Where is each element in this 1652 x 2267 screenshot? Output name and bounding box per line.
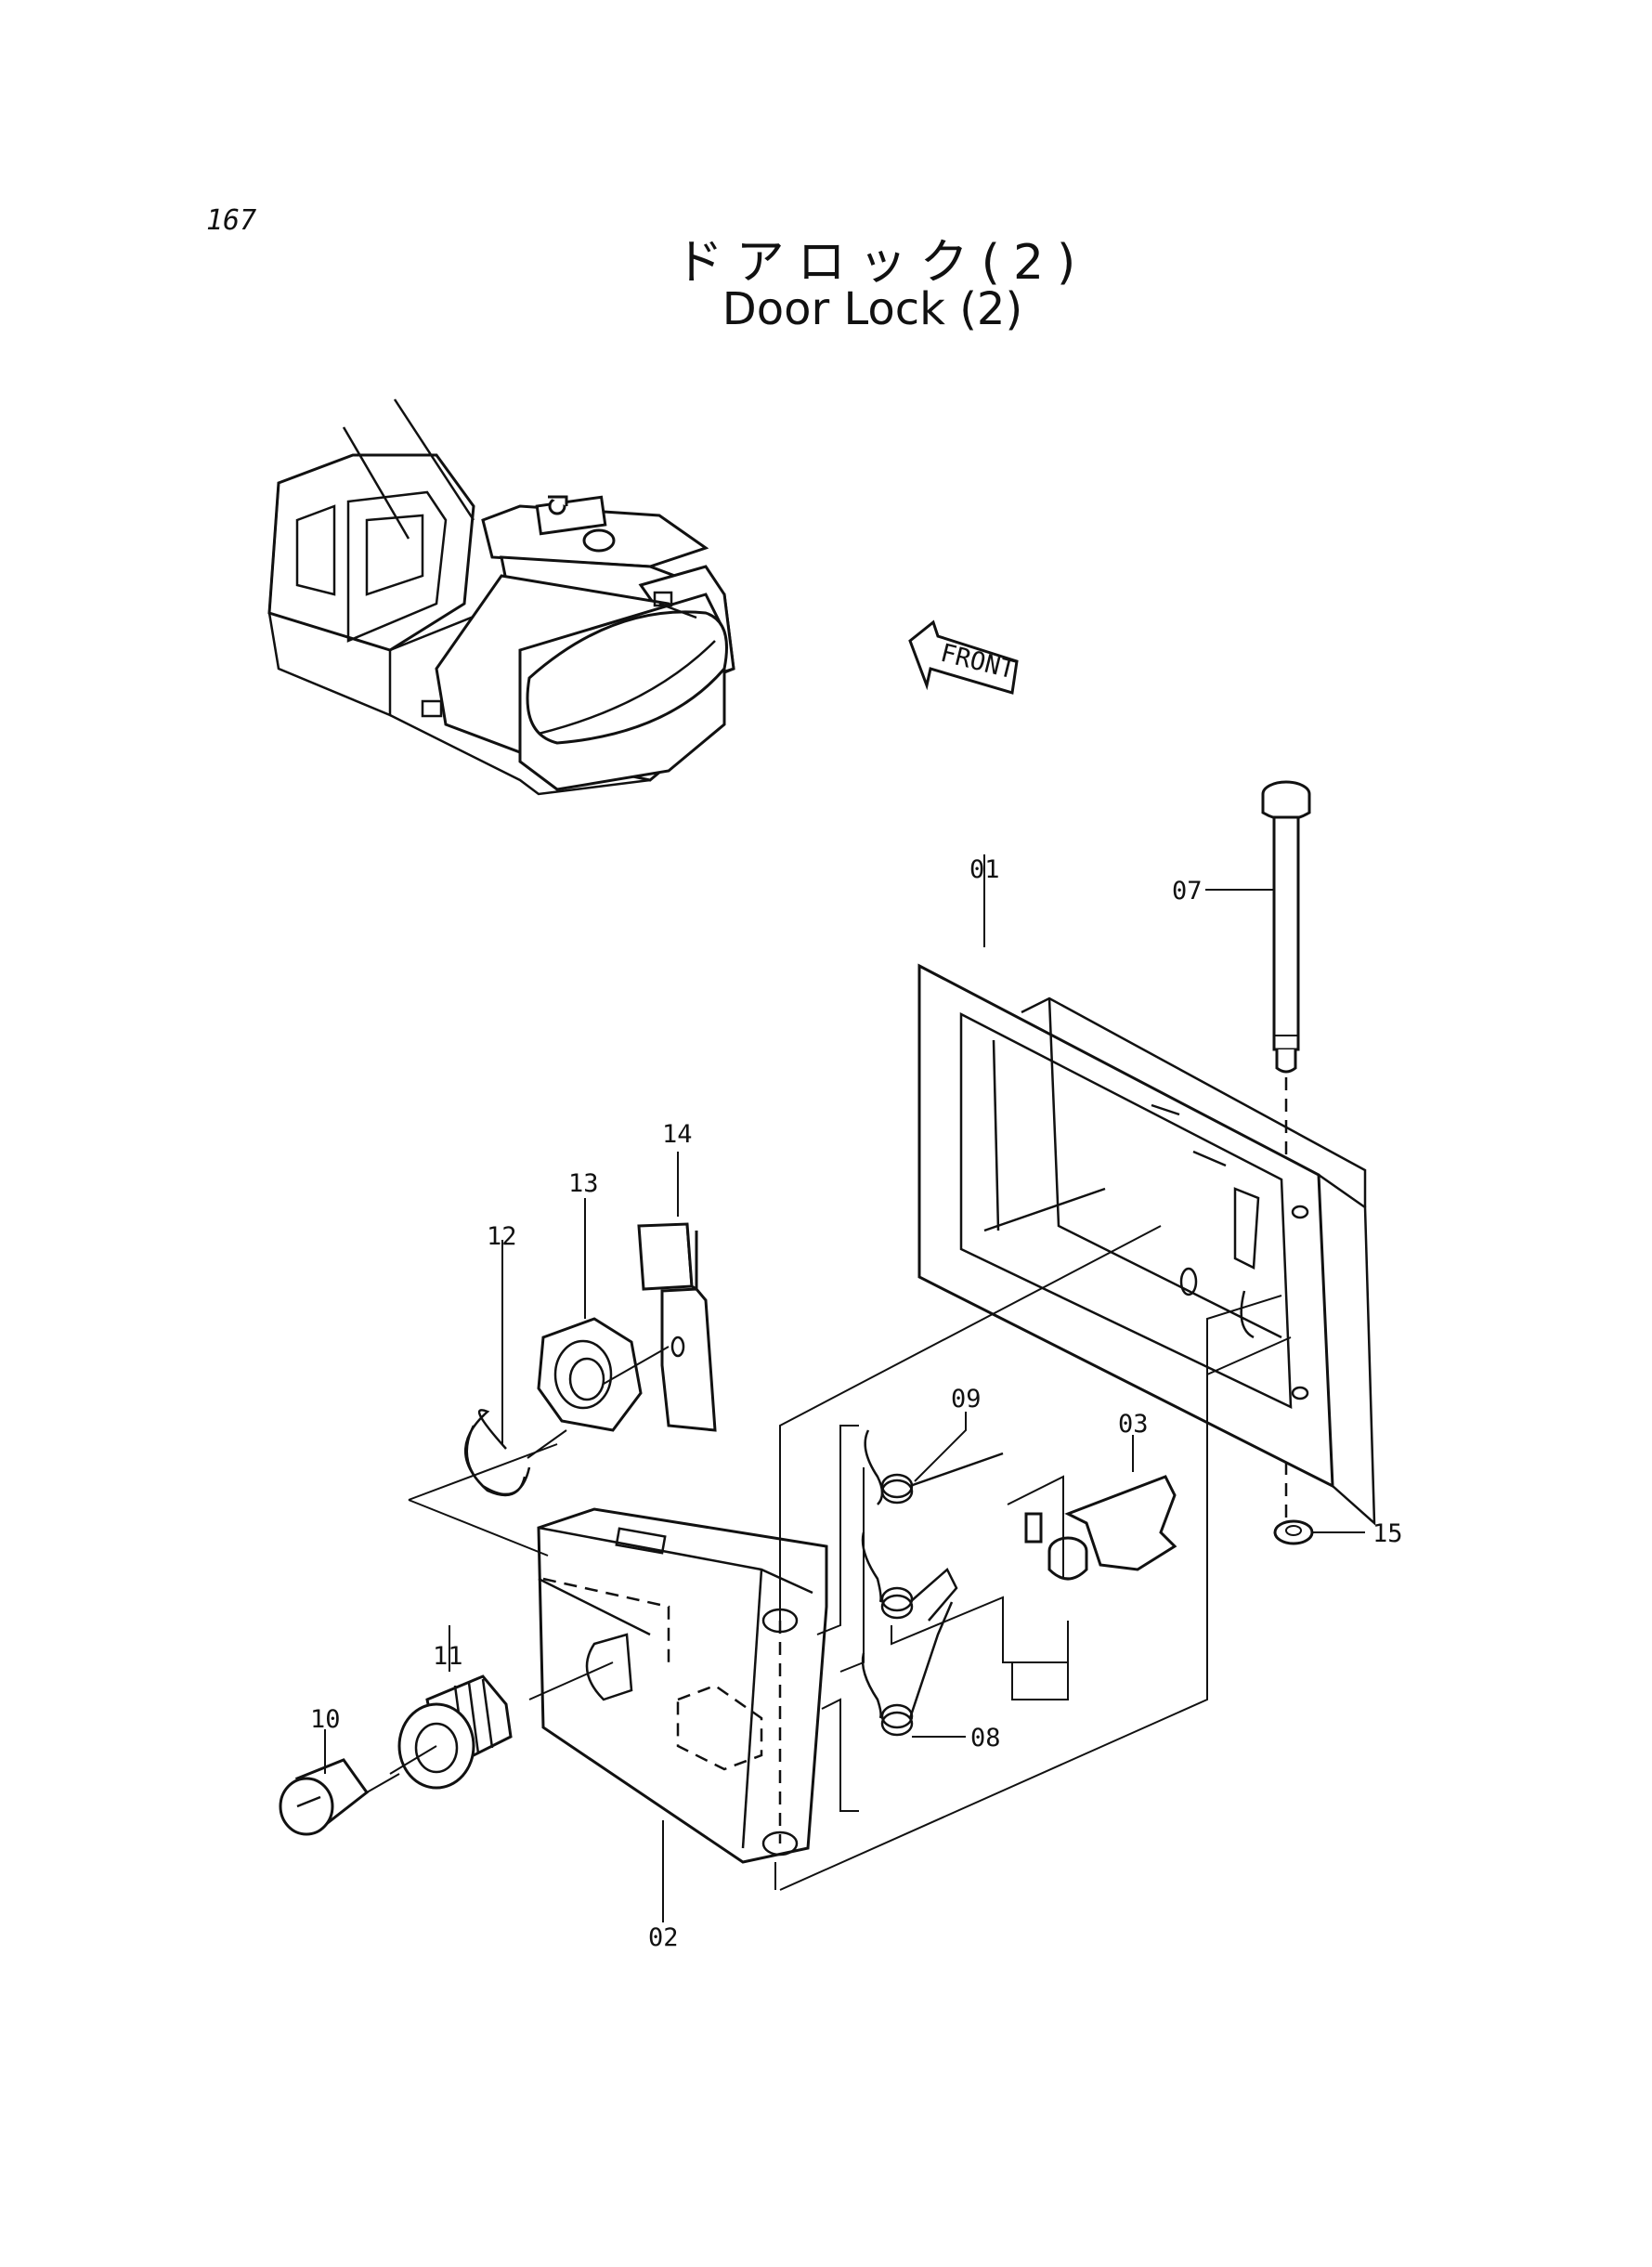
label-part-02: 02 [648, 1923, 679, 1952]
assembly-reference-lines [408, 1225, 1292, 1891]
label-part-10: 10 [310, 1705, 341, 1734]
part-09-spring [864, 1412, 1004, 1505]
front-direction-arrow: FRONT [908, 619, 1019, 695]
label-part-09: 09 [951, 1385, 982, 1414]
part-08-springs [861, 1531, 966, 1738]
label-part-12: 12 [487, 1222, 517, 1251]
part-11-cylinder-housing [389, 1625, 513, 1790]
part-14-plate [637, 1152, 717, 1432]
part-10-key-cylinder [279, 1729, 400, 1836]
part-15-e-ring [1273, 1519, 1365, 1545]
label-part-15: 15 [1372, 1519, 1403, 1548]
label-part-01: 01 [969, 855, 1000, 884]
label-part-07: 07 [1172, 877, 1203, 905]
part-13-nut [537, 1198, 670, 1432]
page-number: 167 [206, 204, 257, 237]
label-part-14: 14 [662, 1120, 693, 1149]
part-07-pin [1261, 780, 1311, 1542]
part-02-lock-body [537, 1507, 828, 1922]
label-part-03: 03 [1118, 1410, 1149, 1439]
part-03-lever [1024, 1435, 1177, 1581]
excavator-overview-illustration [267, 398, 735, 796]
title-english: Door Lock (2) [722, 283, 1023, 335]
label-part-08: 08 [970, 1724, 1001, 1752]
title-japanese: ドアロック(2) [674, 235, 1089, 291]
label-part-11: 11 [433, 1642, 463, 1671]
part-01-housing [917, 854, 1376, 1526]
label-part-13: 13 [568, 1169, 599, 1198]
